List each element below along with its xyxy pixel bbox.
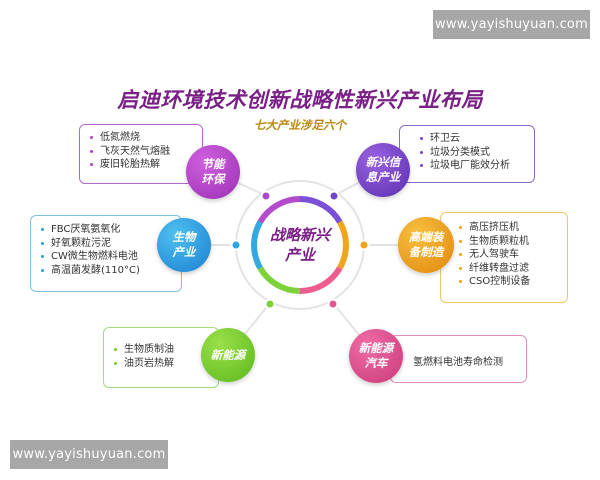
list-item: 氢燃料电池寿命检测 (413, 357, 503, 368)
connector-dot-bio (230, 239, 242, 251)
center-label: 战略新兴 产业 (269, 226, 330, 264)
list-item: 高温菌发酵(110°C) (39, 264, 181, 278)
diagram-subtitle: 七大产业涉足六个 (254, 118, 346, 132)
watermark-bottom-left: www.yayishuyuan.com (10, 440, 168, 469)
industry-box-energy-saving: 低氮燃烧 飞灰天然气熔融 废旧轮胎热解 (79, 124, 203, 184)
watermark-top-right: www.yayishuyuan.com (433, 10, 590, 39)
industry-box-nev: 氢燃料电池寿命检测 (390, 335, 527, 383)
list-item: 垃圾电厂能效分析 (418, 159, 534, 173)
industry-node-new-energy: 新能源 (201, 328, 255, 382)
list-item: 好氧颗粒污泥 (39, 237, 181, 251)
industry-box-new-energy: 生物质制油 油页岩热解 (103, 327, 219, 388)
list-item: 纤维转盘过滤 (457, 262, 567, 276)
list-item: CW微生物燃料电池 (39, 250, 181, 264)
list-item: 低氮燃烧 (88, 131, 202, 145)
list-item: 生物质颗粒机 (457, 235, 567, 249)
list-item: 生物质制油 (112, 343, 218, 357)
industry-node-info: 新兴信 息产业 (356, 143, 410, 197)
list-item: FBC厌氧氨氧化 (39, 223, 181, 237)
list-item: 废旧轮胎热解 (88, 158, 202, 172)
list-item: 无人驾驶车 (457, 248, 567, 262)
industry-node-bio: 生物 产业 (157, 218, 211, 272)
list-item: 垃圾分类模式 (418, 146, 534, 160)
connector-dot-nev (327, 298, 339, 310)
industry-node-nev: 新能源 汽车 (349, 329, 403, 383)
connector-dot-energy (260, 190, 272, 202)
industry-box-equipment: 高压挤压机 生物质颗粒机 无人驾驶车 纤维转盘过滤 CSO控制设备 (440, 212, 568, 303)
industry-box-info: 环卫云 垃圾分类模式 垃圾电厂能效分析 (399, 125, 535, 183)
list-item: CSO控制设备 (457, 275, 567, 289)
industry-node-equipment: 高端装 备制造 (398, 217, 454, 273)
center-ring (251, 196, 349, 294)
industry-node-energy-saving: 节能 环保 (186, 145, 240, 199)
list-item: 飞灰天然气熔融 (88, 145, 202, 159)
connector-dot-new-energy (264, 298, 276, 310)
connector-dot-info (328, 190, 340, 202)
list-item: 环卫云 (418, 132, 534, 146)
list-item: 高压挤压机 (457, 221, 567, 235)
diagram-title: 启迪环境技术创新战略性新兴产业布局 (117, 88, 483, 112)
connector-dot-equipment (358, 239, 370, 251)
list-item: 油页岩热解 (112, 357, 218, 371)
